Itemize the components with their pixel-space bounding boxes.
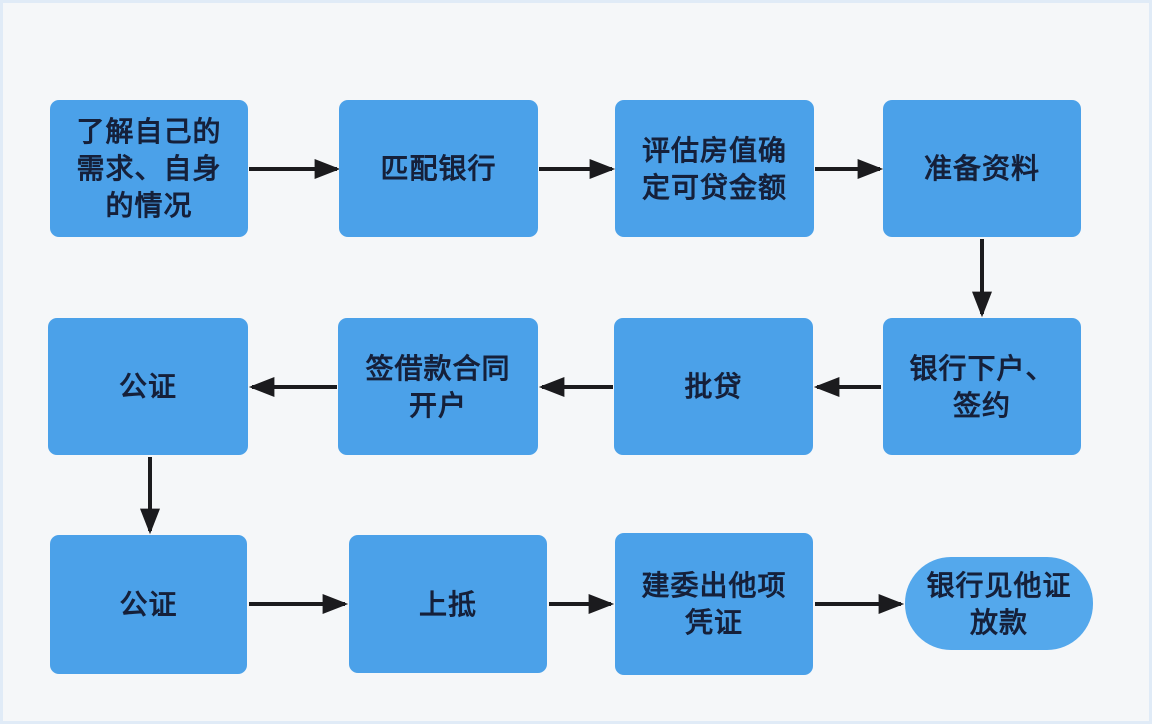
node-evaluate-house-value: 评估房值确 定可贷金额 (615, 100, 814, 237)
node-loan-approval: 批贷 (614, 318, 813, 455)
node-know-your-needs: 了解自己的 需求、自身 的情况 (50, 100, 248, 237)
node-prepare-documents: 准备资料 (883, 100, 1081, 237)
node-mortgage-registration: 上抵 (349, 535, 547, 673)
node-committee-issue-certificate: 建委出他项 凭证 (615, 533, 813, 675)
node-notarization-step1: 公证 (48, 318, 248, 455)
node-bank-home-visit-sign: 银行下户、 签约 (883, 318, 1081, 455)
node-bank-disburse-loan: 银行见他证 放款 (905, 557, 1093, 650)
node-sign-loan-contract-open-account: 签借款合同 开户 (338, 318, 538, 455)
node-notarization-step2: 公证 (50, 535, 247, 674)
node-match-bank: 匹配银行 (339, 100, 538, 237)
